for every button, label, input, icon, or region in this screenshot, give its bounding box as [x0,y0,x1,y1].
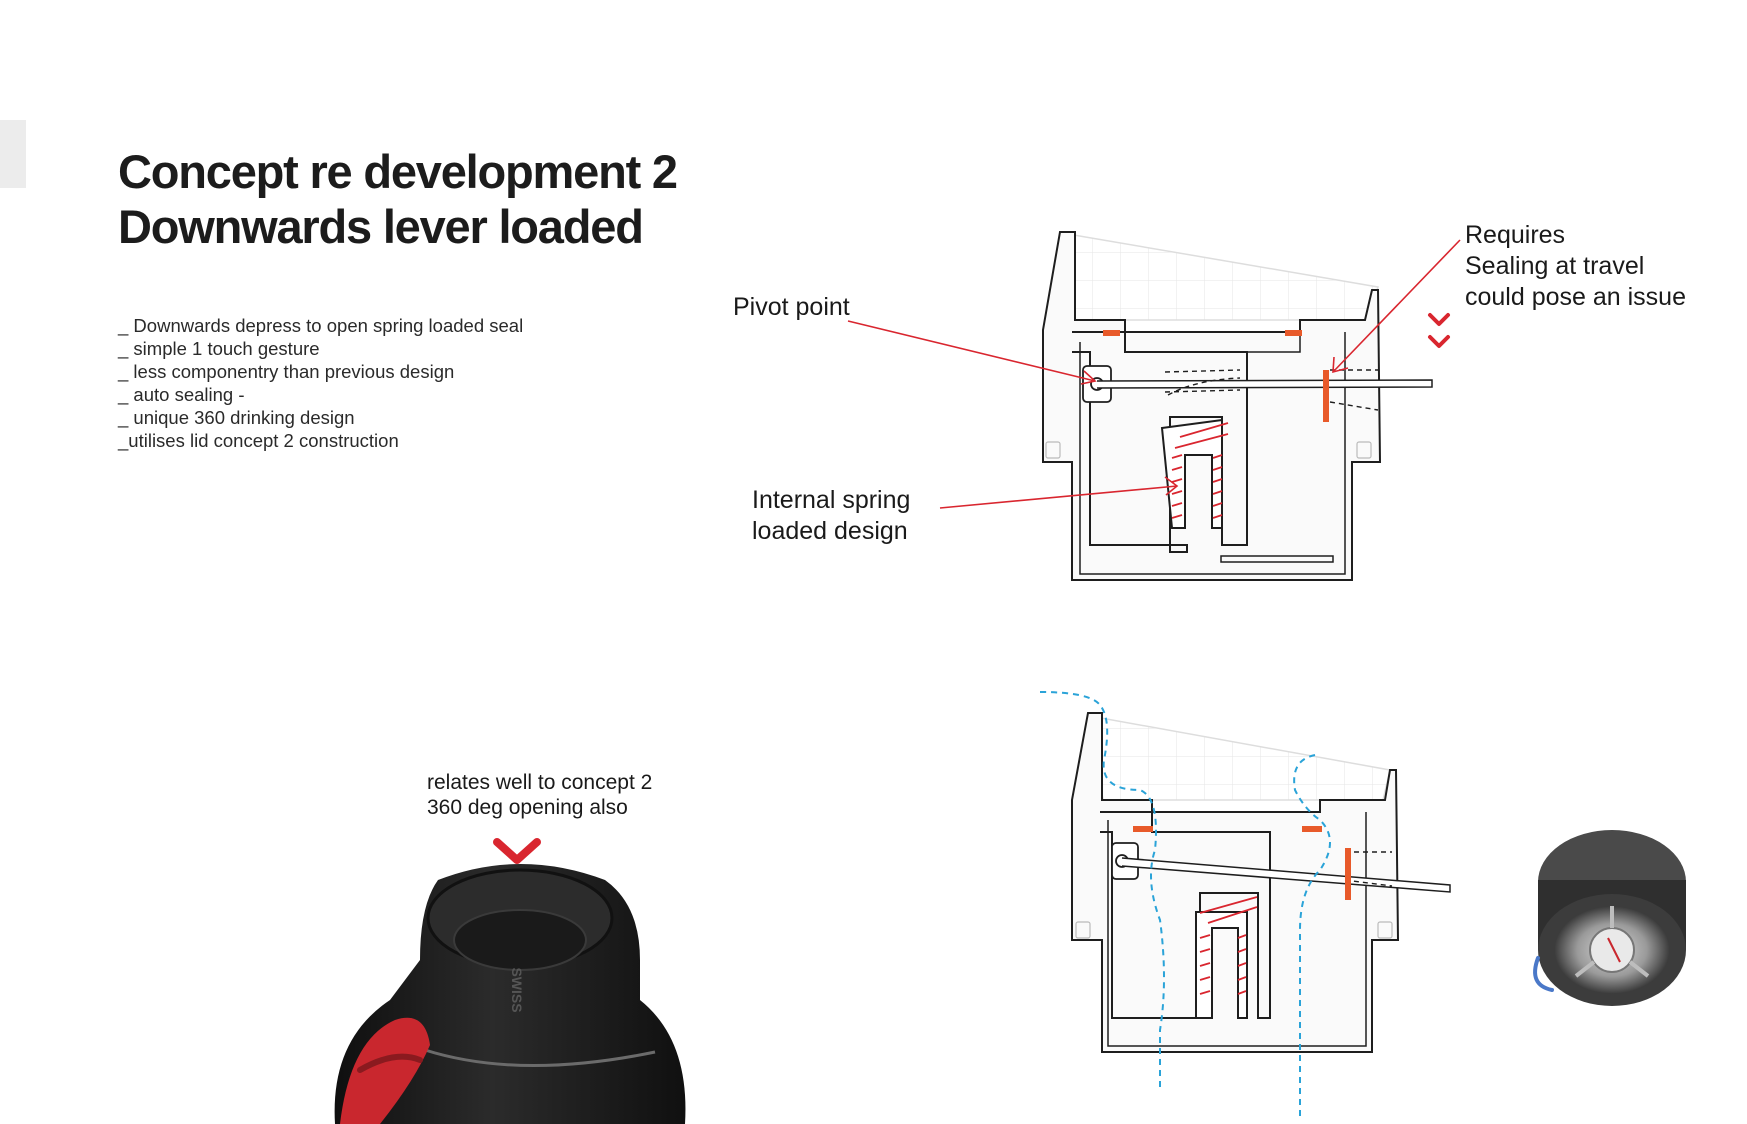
foot-left [1045,441,1061,459]
spring-label: Internal spring loaded design [752,485,910,547]
spring-arrow-icon [939,485,1178,509]
spring-coils-2 [1199,896,1258,995]
seal-side [1323,370,1329,422]
seal-left-2 [1133,826,1153,832]
relates-note: relates well to concept 2 360 deg openin… [427,770,652,820]
lever-arm-2 [1121,857,1451,893]
down-chevron-icon [1428,313,1450,348]
top-section-drawing [1042,231,1433,581]
spring-arrowhead-icon [1164,476,1179,496]
bottle-inner-lid [453,909,587,971]
inner-wall [1079,332,1346,575]
lid-grid-2 [1089,715,1391,801]
sealing-arrow-icon [1332,239,1461,373]
sealing-label-line-2: Sealing at travel [1465,252,1645,280]
lid-thumb-loop [1533,956,1554,992]
seal-side-2 [1345,848,1351,900]
seal-right [1285,330,1302,336]
seal-left [1103,330,1120,336]
foot-right [1356,441,1372,459]
title-line-1: Concept re development 2 [118,145,678,198]
travel-dash-lines [1164,369,1379,411]
bottle-photo: SWISS [334,838,686,1124]
base-slot [1220,555,1334,563]
travel-dash-lines-2 [1344,851,1393,887]
sealing-label-line-1: Requires [1465,221,1566,249]
list-item: _utilises lid concept 2 construction [118,430,399,451]
pivot-arrow-icon [847,320,1096,382]
sealing-arrowhead-icon [1332,356,1349,374]
list-item: _ less componentry than previous design [118,361,455,382]
list-item: _ Downwards depress to open spring loade… [118,315,524,336]
relates-note-line-2: 360 deg opening also [427,796,628,819]
lid-thumb-red-detail [1607,937,1621,963]
title-line-2: Downwards lever loaded [118,200,644,253]
list-item: _ auto sealing - [118,384,245,405]
lid-thumbnail [1533,830,1686,1006]
bottle-strap [340,1017,430,1124]
bottom-section-drawing [1039,691,1451,1120]
sealing-label: Requires Sealing at travel could pose an… [1465,220,1686,313]
list-item: _ unique 360 drinking design [118,407,355,428]
lid-step [1124,332,1301,353]
relates-note-line-1: relates well to concept 2 [427,771,653,794]
lever-arm [1096,379,1433,389]
spring-coils [1171,422,1229,519]
outer-shell [1042,231,1382,581]
spring-label-line-1: Internal spring [752,486,911,514]
foot-left-2 [1075,921,1091,939]
pivot-point-text: Pivot point [733,293,850,321]
list-item: _ simple 1 touch gesture [118,338,320,359]
spring-label-line-2: loaded design [752,517,908,545]
inner-wall-2 [1107,812,1367,1047]
liquid-flow-paths [1039,691,1331,1120]
checkmark-chevron-icon [493,838,541,864]
strap-knot [357,1053,423,1073]
bottle-ring [424,1048,656,1067]
page-tab-marker [0,120,26,188]
pivot-point-label: Pivot point [733,292,850,323]
foot-right-2 [1377,921,1393,939]
feature-list: _ Downwards depress to open spring loade… [118,314,523,452]
sealing-label-line-3: could pose an issue [1465,283,1686,311]
outer-shell-2 [1071,712,1400,1053]
bottle-brand-text: SWISS [509,967,525,1012]
lid-thumb-spokes [1574,906,1650,978]
seal-right-2 [1302,826,1322,832]
page-title: Concept re development 2 Downwards lever… [118,144,678,254]
lid-grid [1061,232,1379,321]
pivot-arrowhead-icon [1080,370,1097,385]
callout-arrows [847,239,1461,509]
lid-thumb-hub [1589,927,1635,973]
